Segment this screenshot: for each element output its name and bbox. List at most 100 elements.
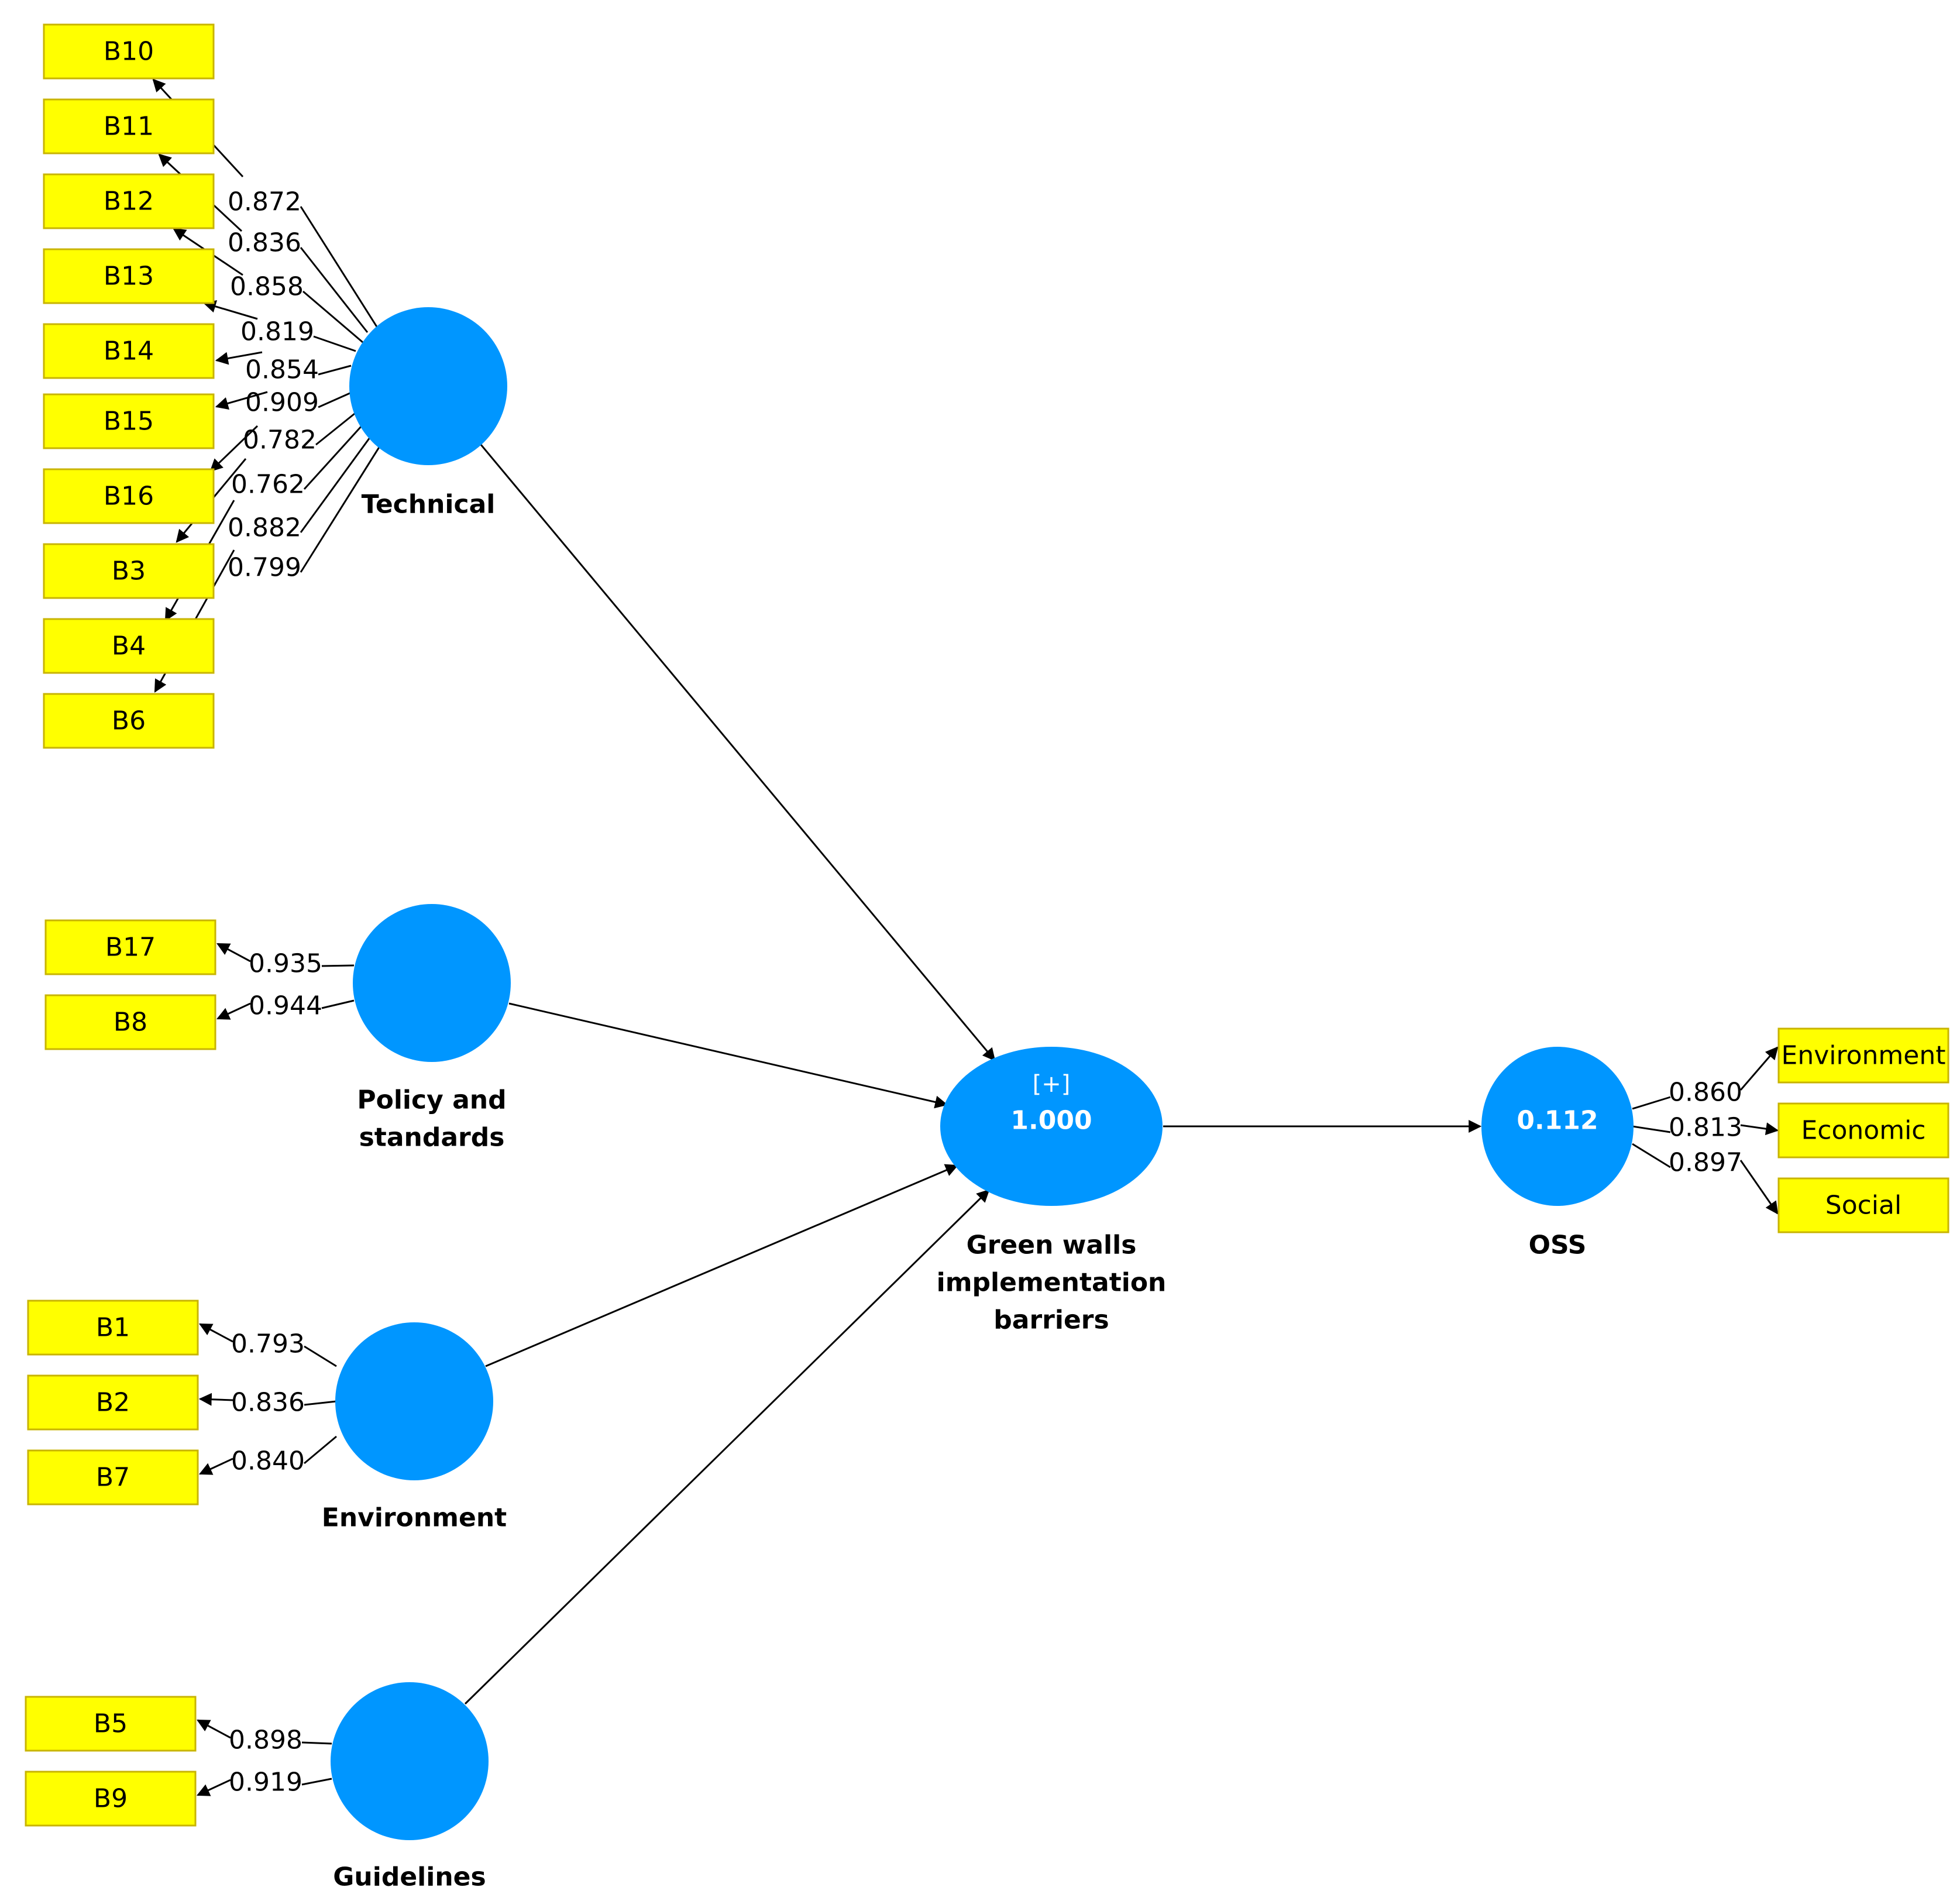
loading-line-policy-b17 (321, 964, 355, 967)
indicator-b1-label: B1 (96, 1313, 130, 1343)
indicator-b5-box (25, 1696, 197, 1752)
latent-environment[interactable] (335, 1322, 493, 1480)
loading-arrow-b13 (202, 300, 258, 320)
latent-gwib[interactable] (940, 1047, 1163, 1206)
indicator-b14-label: B14 (104, 336, 154, 366)
loading-value-environment-b7: 0.840 (231, 1446, 305, 1476)
indicator-b15-label: B15 (104, 407, 154, 436)
indicator-b2-box (27, 1374, 199, 1431)
loading-line-b6 (300, 443, 383, 573)
indicator-b4-box (43, 618, 215, 674)
path-environment-to-gwib[interactable] (485, 1164, 959, 1367)
latent-gwib-expand-marker: [+] (1033, 1071, 1071, 1098)
loading-arrow-b14 (215, 351, 263, 365)
loading-arrow-oss-environment (1739, 1046, 1779, 1091)
loading-arrow-b16 (209, 425, 259, 472)
loading-line-environment-b7 (304, 1435, 337, 1465)
indicator-b9-label: B9 (94, 1784, 128, 1814)
indicator-b6-box (43, 693, 215, 749)
loading-value-oss-environment: 0.860 (1669, 1078, 1742, 1108)
latent-technical[interactable] (349, 307, 507, 465)
indicator-b17-box (44, 919, 216, 975)
indicator-b5-label: B5 (94, 1709, 128, 1739)
latent-guidelines[interactable] (331, 1682, 489, 1840)
loading-line-oss-social (1632, 1143, 1671, 1168)
path-policy-to-gwib[interactable] (508, 1002, 948, 1109)
indicator-b8-label: B8 (114, 1008, 147, 1037)
loading-value-oss-economic: 0.813 (1669, 1113, 1742, 1143)
latent-gwib-name-line-0: Green walls (967, 1230, 1137, 1260)
loading-arrow-oss-social (1739, 1160, 1779, 1215)
indicator-oss-environment-label: Environment (1782, 1041, 1946, 1071)
latent-guidelines-name-line-0: Guidelines (333, 1862, 486, 1892)
loading-value-policy-b8: 0.944 (249, 991, 322, 1021)
indicator-b13-label: B13 (104, 262, 154, 291)
nodes-layer (25, 23, 1949, 1840)
loading-value-b10: 0.872 (228, 187, 301, 217)
indicator-b2-label: B2 (96, 1388, 130, 1418)
indicator-b11-label: B11 (104, 112, 154, 142)
loading-value-b11: 0.836 (228, 228, 301, 258)
loading-value-b13: 0.819 (240, 317, 314, 347)
loading-value-b14: 0.854 (245, 355, 319, 385)
loading-value-b4: 0.882 (228, 513, 301, 543)
loading-value-oss-social: 0.897 (1669, 1148, 1742, 1178)
loading-line-oss-environment (1632, 1096, 1671, 1110)
loading-line-b12 (302, 290, 363, 343)
indicator-oss-social-box (1777, 1177, 1949, 1233)
loading-line-b10 (300, 206, 379, 328)
loading-arrow-policy-b17 (216, 943, 251, 963)
indicator-b10-box (43, 23, 215, 80)
loading-value-b6: 0.799 (228, 553, 301, 583)
latent-gwib-name-line-2: barriers (993, 1305, 1109, 1335)
loading-line-b13 (313, 335, 356, 352)
latent-policy-name-line-0: Policy and (357, 1085, 506, 1115)
latent-oss-name-line-0: OSS (1529, 1230, 1587, 1260)
indicator-b10-label: B10 (104, 37, 154, 67)
indicator-oss-social-label: Social (1825, 1191, 1901, 1221)
indicator-b9-box (25, 1771, 197, 1827)
loading-line-b4 (300, 437, 371, 533)
latent-policy-name-line-1: standards (359, 1123, 505, 1153)
loading-arrow-policy-b8 (216, 1002, 251, 1020)
latent-gwib-name-line-1: implementation (937, 1268, 1167, 1298)
loading-value-b15: 0.909 (245, 388, 319, 418)
path-guidelines-to-gwib[interactable] (464, 1189, 990, 1705)
loading-line-b11 (300, 247, 369, 333)
indicator-b4-label: B4 (112, 631, 146, 661)
loading-line-environment-b2 (304, 1400, 337, 1406)
latent-technical-name-line-0: Technical (362, 490, 496, 520)
indicator-b8-box (44, 994, 216, 1050)
indicator-b16-box (43, 468, 215, 524)
latent-gwib-r-squared: 1.000 (1010, 1106, 1092, 1136)
loading-line-b3 (303, 425, 363, 490)
loading-value-guidelines-b5: 0.898 (229, 1725, 302, 1755)
indicator-b12-label: B12 (104, 187, 154, 216)
loading-arrow-environment-b2 (198, 1393, 233, 1406)
indicator-b7-box (27, 1449, 199, 1505)
indicator-oss-economic-box (1777, 1102, 1949, 1159)
loading-line-b16 (315, 413, 355, 446)
loading-value-b3: 0.762 (231, 470, 305, 500)
loading-arrow-oss-economic (1740, 1122, 1779, 1136)
latent-oss[interactable] (1481, 1047, 1634, 1206)
loading-arrow-environment-b1 (199, 1323, 233, 1343)
loading-line-oss-economic (1632, 1125, 1671, 1133)
latent-environment-name-line-0: Environment (322, 1503, 507, 1533)
latent-policy[interactable] (353, 904, 511, 1062)
path-technical-to-gwib[interactable] (480, 444, 996, 1061)
loading-line-guidelines-b9 (301, 1778, 332, 1786)
indicator-b3-box (43, 543, 215, 599)
loading-value-environment-b2: 0.836 (231, 1388, 305, 1418)
indicator-b17-label: B17 (105, 933, 156, 963)
indicator-b15-box (43, 393, 215, 449)
indicator-b3-label: B3 (112, 556, 146, 586)
indicator-b7-label: B7 (96, 1463, 130, 1493)
loading-value-environment-b1: 0.793 (231, 1329, 305, 1359)
loading-value-b12: 0.858 (230, 272, 304, 302)
loading-line-policy-b8 (321, 999, 355, 1009)
loading-arrow-guidelines-b5 (197, 1719, 231, 1739)
